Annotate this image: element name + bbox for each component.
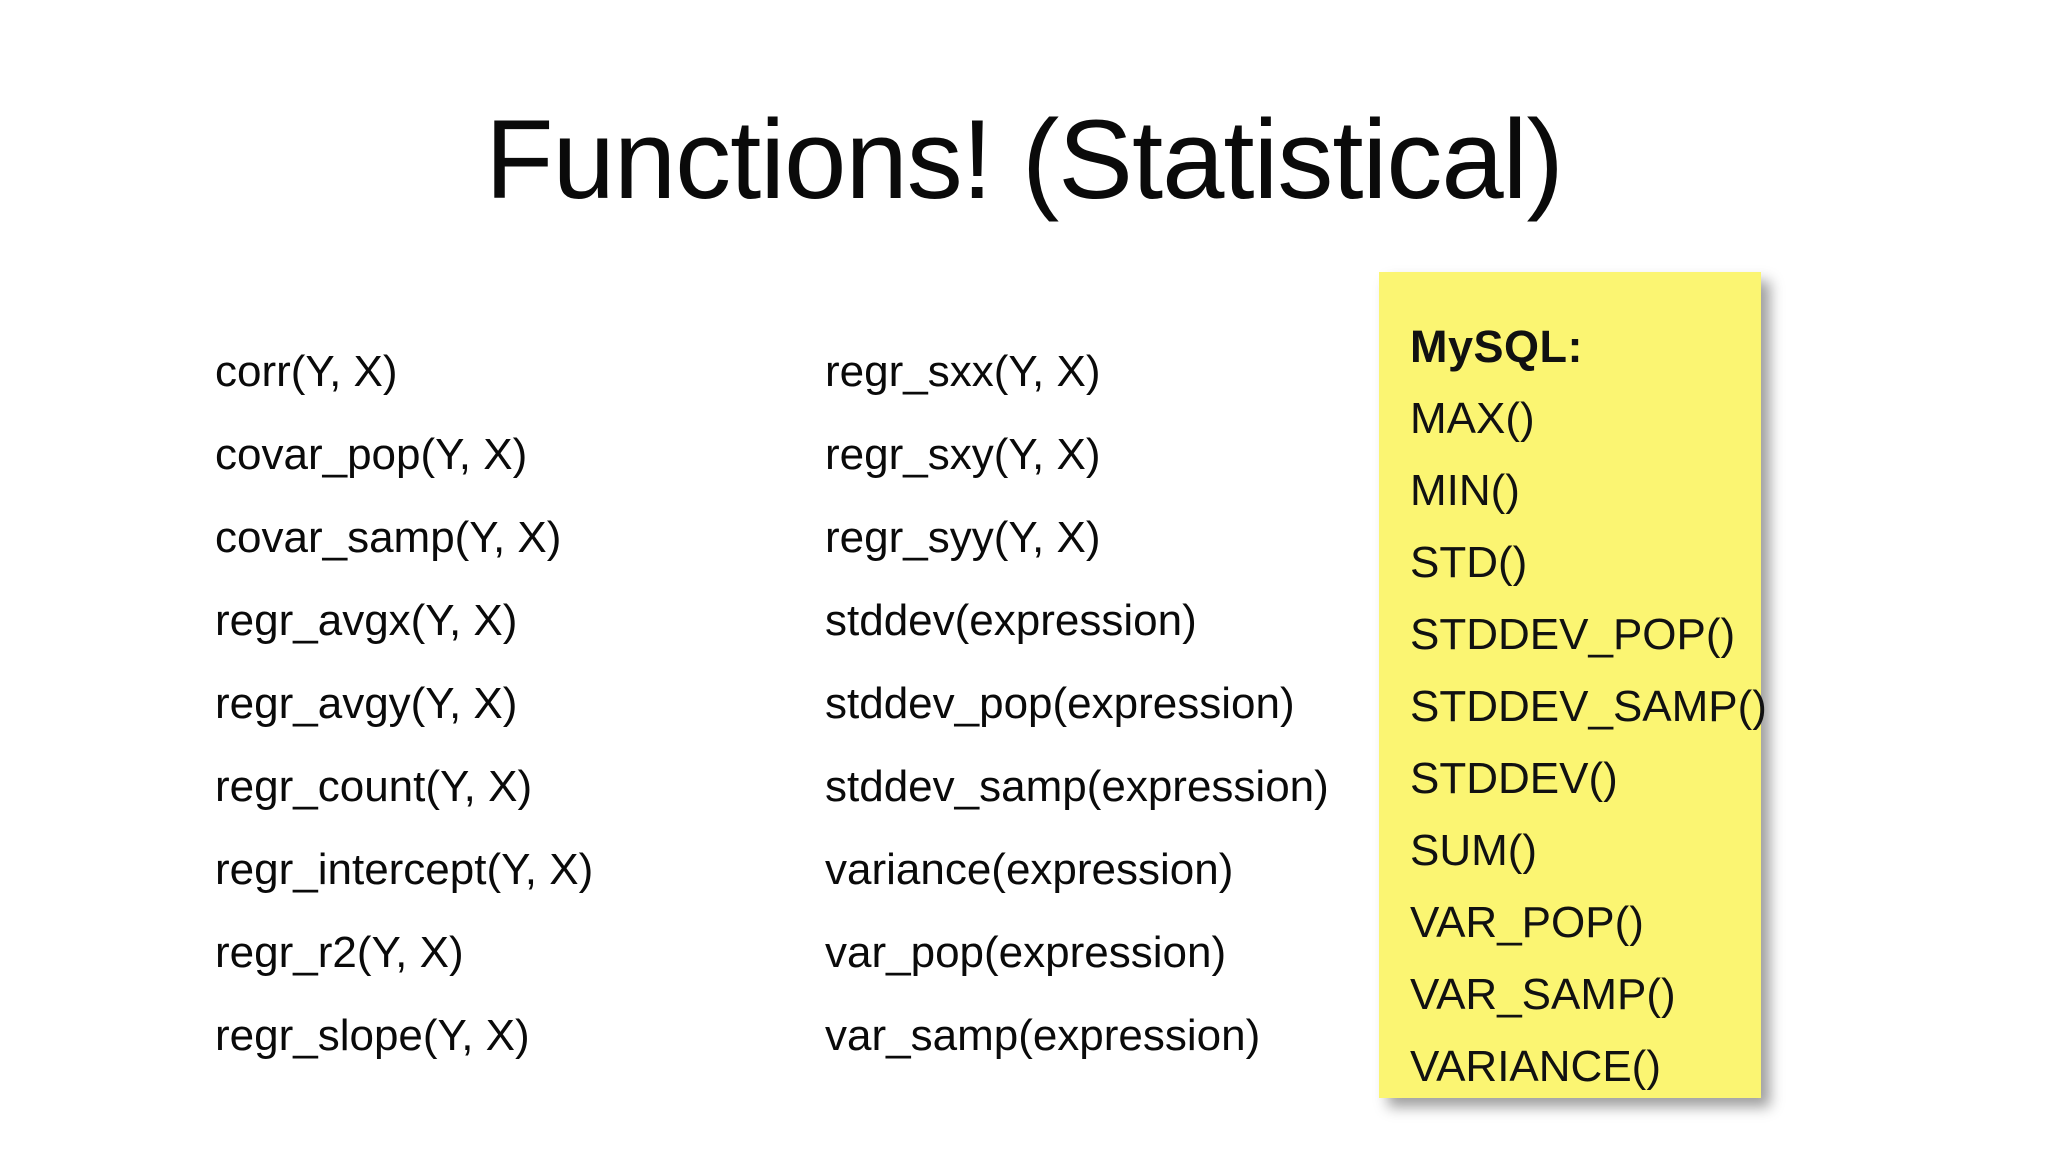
list-item: stddev(expression) xyxy=(825,596,1197,645)
list-item: regr_sxy(Y, X) xyxy=(825,430,1101,479)
list-item: VAR_SAMP() xyxy=(1410,970,1676,1019)
list-item: STD() xyxy=(1410,538,1528,587)
list-item: covar_pop(Y, X) xyxy=(215,430,528,479)
list-item: regr_intercept(Y, X) xyxy=(215,845,594,894)
list-item: MAX() xyxy=(1410,394,1535,443)
list-item: SUM() xyxy=(1410,826,1538,875)
list-item: variance(expression) xyxy=(825,845,1234,894)
list-item: VAR_POP() xyxy=(1410,898,1644,947)
function-list-left: corr(Y, X) covar_pop(Y, X) covar_samp(Y,… xyxy=(215,330,775,1077)
list-item: covar_samp(Y, X) xyxy=(215,513,562,562)
function-list-right: regr_sxx(Y, X) regr_sxy(Y, X) regr_syy(Y… xyxy=(825,330,1385,1077)
list-item: MIN() xyxy=(1410,466,1520,515)
list-item: regr_syy(Y, X) xyxy=(825,513,1101,562)
list-item: VARIANCE() xyxy=(1410,1042,1661,1091)
list-item: corr(Y, X) xyxy=(215,347,398,396)
list-item: regr_count(Y, X) xyxy=(215,762,533,811)
list-item: regr_avgy(Y, X) xyxy=(215,679,518,728)
list-item: STDDEV() xyxy=(1410,754,1618,803)
page-title: Functions! (Statistical) xyxy=(485,97,1564,222)
list-item: regr_avgx(Y, X) xyxy=(215,596,518,645)
mysql-card-heading: MySQL: xyxy=(1410,321,1584,372)
list-item: regr_slope(Y, X) xyxy=(215,1011,530,1060)
list-item: var_pop(expression) xyxy=(825,928,1227,977)
list-item: regr_sxx(Y, X) xyxy=(825,347,1101,396)
list-item: var_samp(expression) xyxy=(825,1011,1261,1060)
list-item: stddev_pop(expression) xyxy=(825,679,1295,728)
list-item: STDDEV_SAMP() xyxy=(1410,682,1767,731)
mysql-callout-card: MySQL: MAX() MIN() STD() STDDEV_POP() ST… xyxy=(1379,272,1767,1098)
list-item: stddev_samp(expression) xyxy=(825,762,1329,811)
list-item: regr_r2(Y, X) xyxy=(215,928,464,977)
list-item: STDDEV_POP() xyxy=(1410,610,1736,659)
